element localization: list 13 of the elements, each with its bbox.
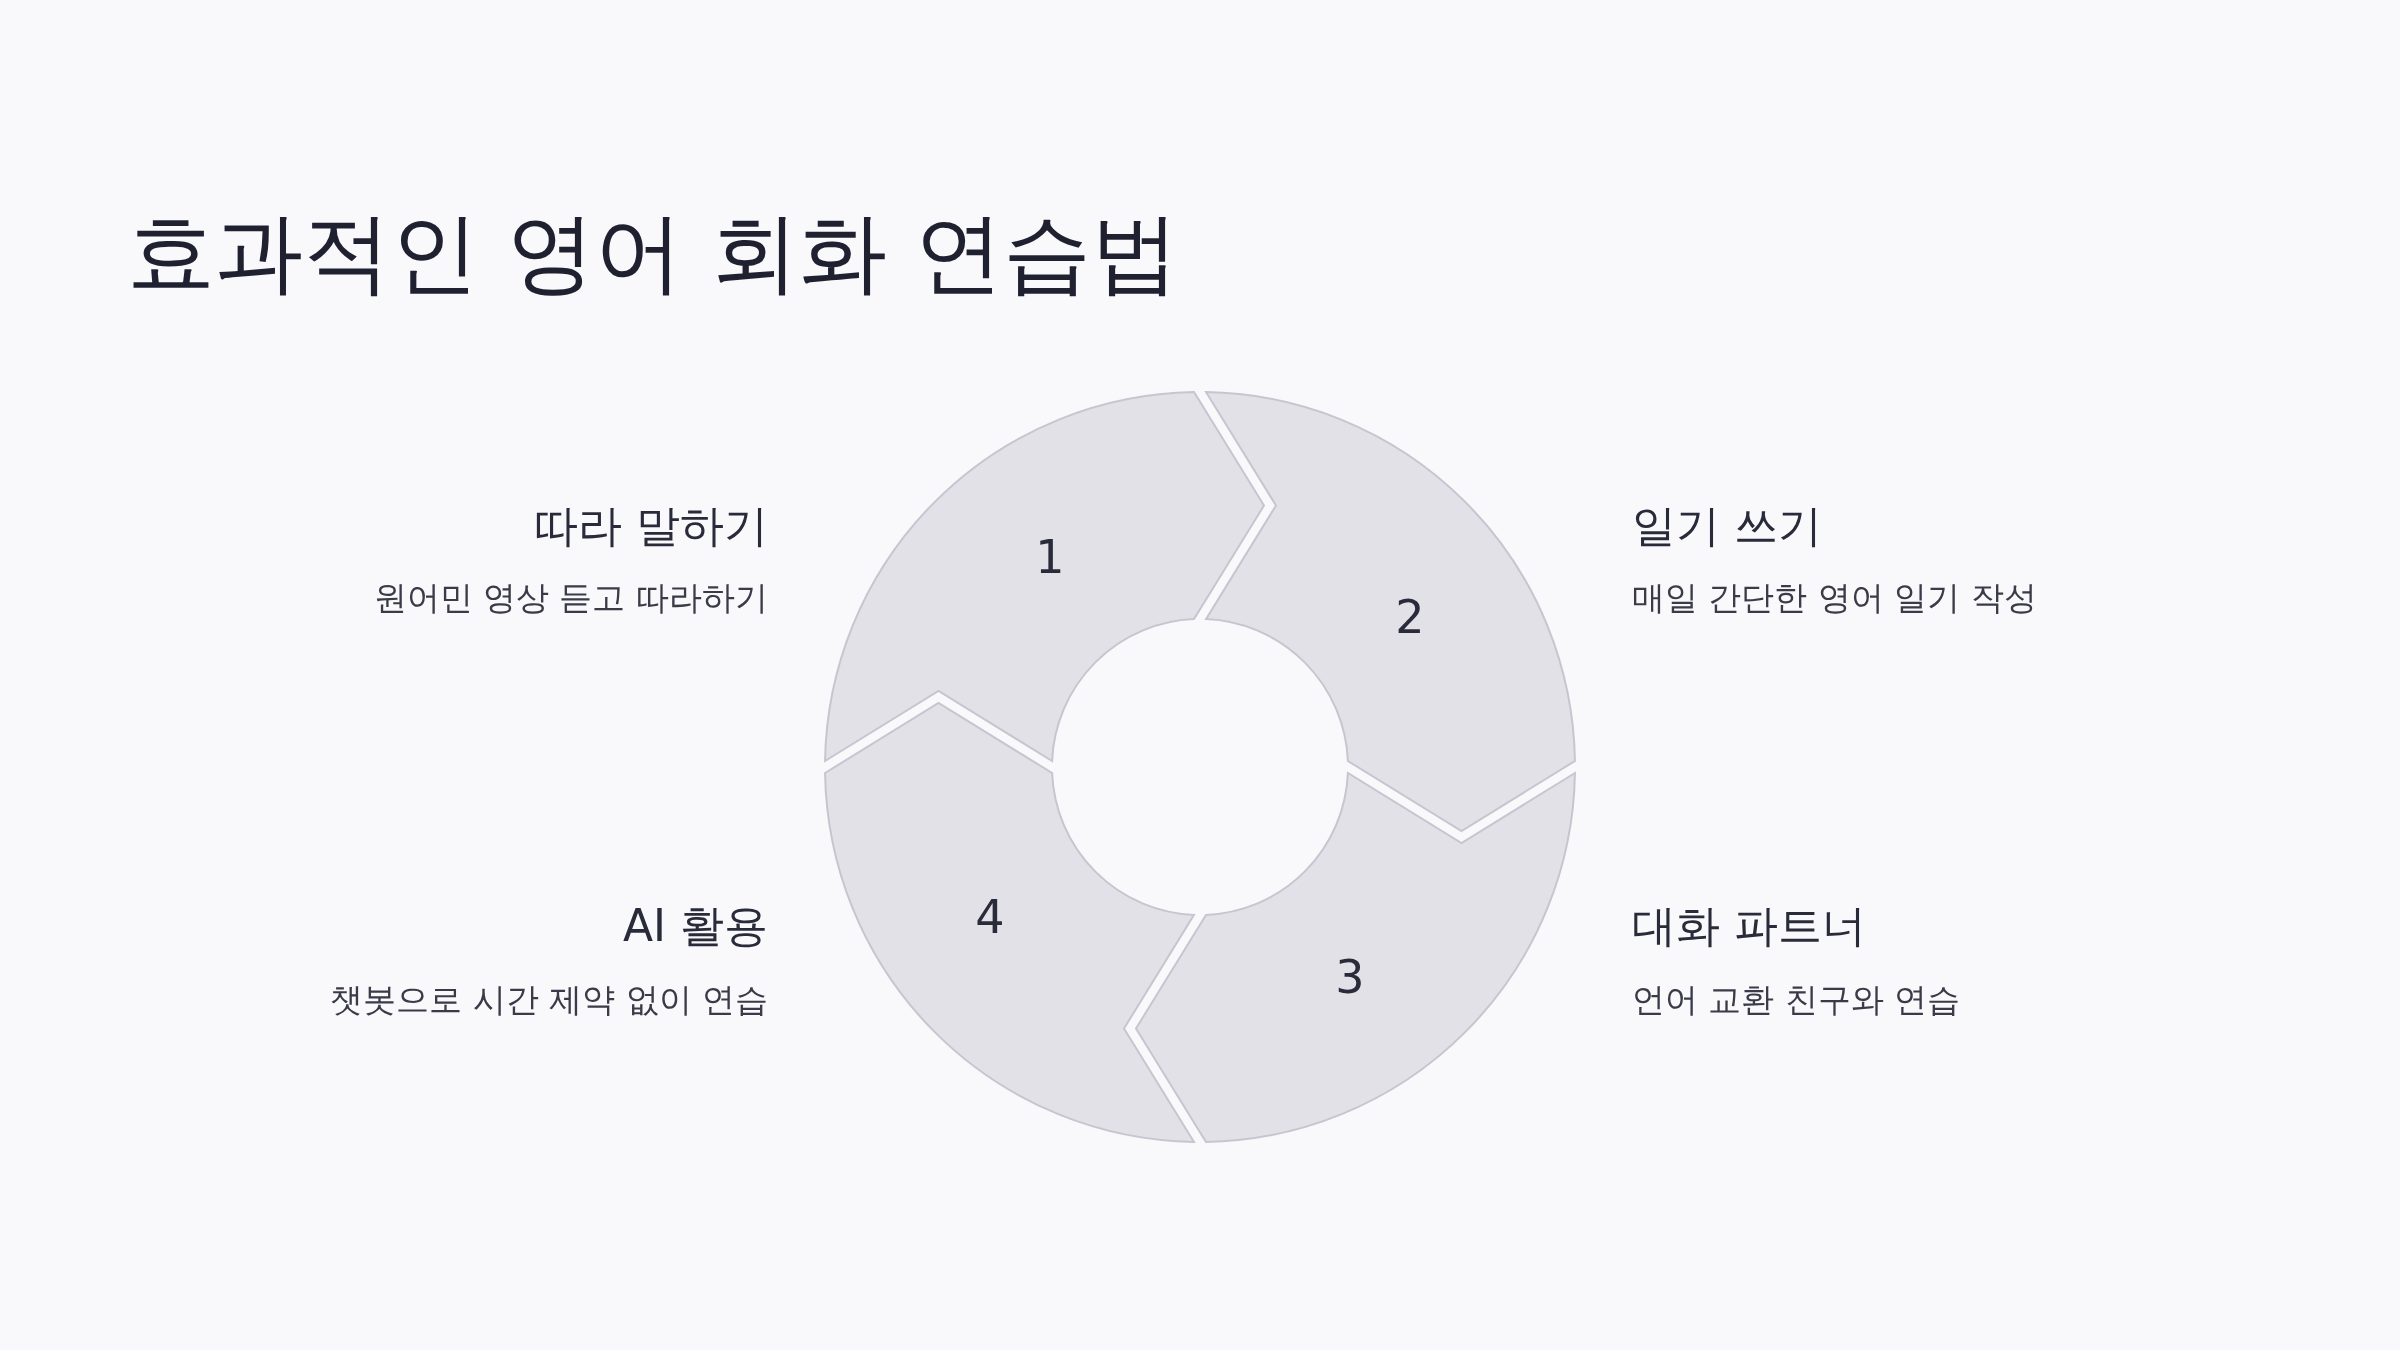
step-heading: 대화 파트너 xyxy=(1632,900,1866,953)
step-heading: AI 활용 xyxy=(622,900,768,953)
step-heading: 따라 말하기 xyxy=(534,500,768,553)
step-number: 2 xyxy=(1395,594,1425,640)
step-description: 원어민 영상 듣고 따라하기 xyxy=(373,578,768,618)
step-description: 언어 교환 친구와 연습 xyxy=(1632,980,1961,1020)
step-description: 챗봇으로 시간 제약 없이 연습 xyxy=(330,980,768,1020)
step-number: 4 xyxy=(975,894,1005,940)
step-heading: 일기 쓰기 xyxy=(1632,500,1822,553)
title: 효과적인 영어 회화 연습법 xyxy=(127,200,1179,306)
step-number: 3 xyxy=(1335,954,1365,1000)
step-description: 매일 간단한 영어 일기 작성 xyxy=(1632,578,2037,618)
step-number: 1 xyxy=(1035,534,1065,580)
